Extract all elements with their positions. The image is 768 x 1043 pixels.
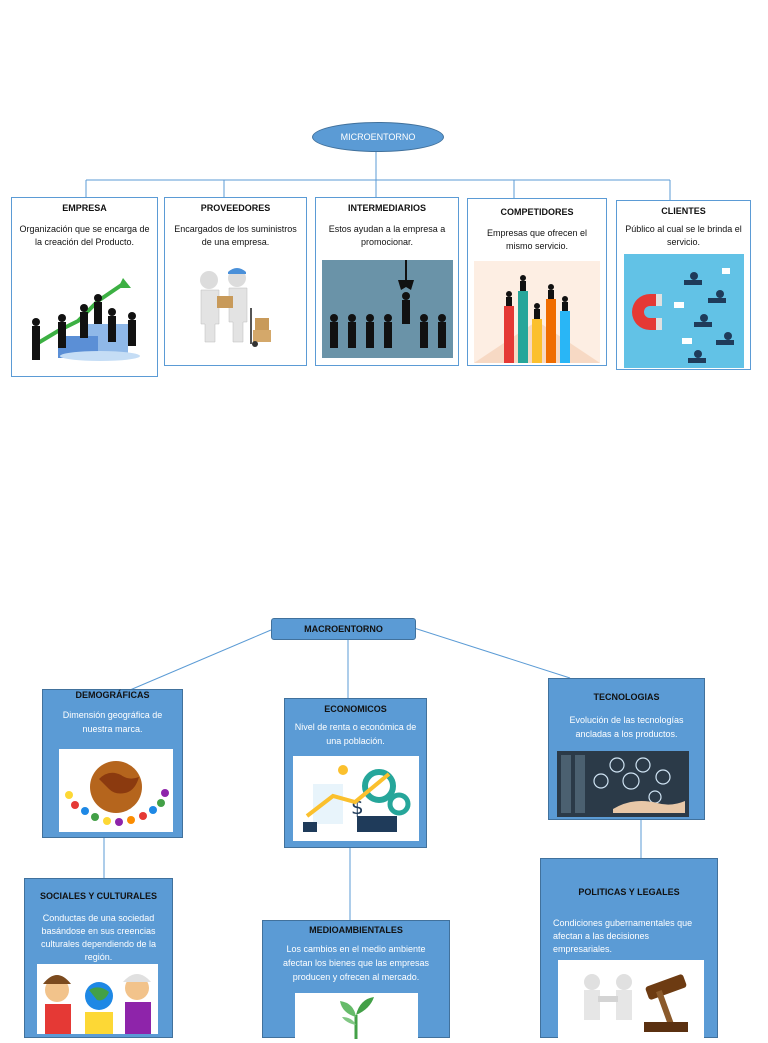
- macro-node-demograficas: DEMOGRÁFICAS Dimensión geográfica de nue…: [42, 689, 183, 838]
- node-description: Evolución de las tecnologías ancladas a …: [569, 715, 684, 739]
- node-description: Nivel de renta o económica de una poblac…: [294, 722, 417, 746]
- node-title: POLITICAS Y LEGALES: [578, 887, 680, 897]
- node-title: EMPRESA: [62, 203, 107, 213]
- node-description: Condiciones gubernamentales que afectan …: [553, 918, 693, 954]
- economy-gears-icon: $: [303, 765, 411, 832]
- node-title: TECNOLOGIAS: [593, 692, 660, 702]
- gavel-handshake-icon: [584, 974, 688, 1032]
- node-title: ECONOMICOS: [324, 704, 387, 714]
- node-description: Empresas que ofrecen el mismo servicio.: [486, 228, 588, 251]
- globe-people-icon: [65, 761, 169, 826]
- bar-podium-icon: [474, 261, 600, 363]
- node-description: Conductas de una sociedad basándose en s…: [40, 913, 157, 962]
- micro-node-intermediarios: INTERMEDIARIOS Estos ayudan a la empresa…: [315, 197, 459, 366]
- macro-node-politicas-legales: POLITICAS Y LEGALES Condiciones gubernam…: [540, 858, 718, 1039]
- magnet-attract-icon: [624, 254, 744, 368]
- node-description: Los cambios en el medio ambiente afectan…: [282, 944, 430, 982]
- delivery-people-icon: [200, 268, 271, 347]
- node-description: Estos ayudan a la empresa a promocionar.: [328, 224, 446, 247]
- node-title: MEDIOAMBIENTALES: [309, 925, 403, 935]
- macro-node-economicos: ECONOMICOS Nivel de renta o económica de…: [284, 698, 427, 848]
- micro-node-clientes: CLIENTES Público al cual se le brinda el…: [616, 200, 751, 370]
- plant-icon: [340, 997, 374, 1039]
- node-description: Dimensión geográfica de nuestra marca.: [62, 710, 163, 734]
- node-title: CLIENTES: [661, 206, 706, 216]
- node-description: Encargados de los suministros de una emp…: [174, 224, 297, 247]
- node-title: COMPETIDORES: [500, 207, 574, 217]
- macro-node-sociales-culturales: SOCIALES Y CULTURALES Conductas de una s…: [24, 878, 173, 1038]
- node-title: INTERMEDIARIOS: [347, 203, 426, 213]
- macro-node-medioambientales: MEDIOAMBIENTALES Los cambios en el medio…: [262, 920, 450, 1039]
- microentorno-node: MICROENTORNO: [312, 122, 444, 152]
- micro-node-proveedores: PROVEEDORES Encargados de los suministro…: [164, 197, 307, 366]
- node-title: DEMOGRÁFICAS: [75, 690, 150, 700]
- node-title: PROVEEDORES: [200, 203, 271, 213]
- tech-hand-icon: [557, 751, 689, 817]
- micro-node-empresa: EMPRESA Organización que se encarga de l…: [11, 197, 158, 377]
- node-description: Organización que se encarga de la creaci…: [19, 224, 150, 247]
- node-description: Público al cual se le brinda el servicio…: [625, 224, 742, 247]
- micro-node-competidores: COMPETIDORES Empresas que ofrecen el mis…: [467, 198, 607, 366]
- macro-node-tecnologias: TECNOLOGIAS Evolución de las tecnologías…: [548, 678, 705, 820]
- claw-picking-person-icon: [322, 260, 453, 358]
- node-title: SOCIALES Y CULTURALES: [39, 891, 157, 901]
- business-growth-icon: [31, 278, 140, 361]
- macroentorno-node: MACROENTORNO: [271, 618, 416, 640]
